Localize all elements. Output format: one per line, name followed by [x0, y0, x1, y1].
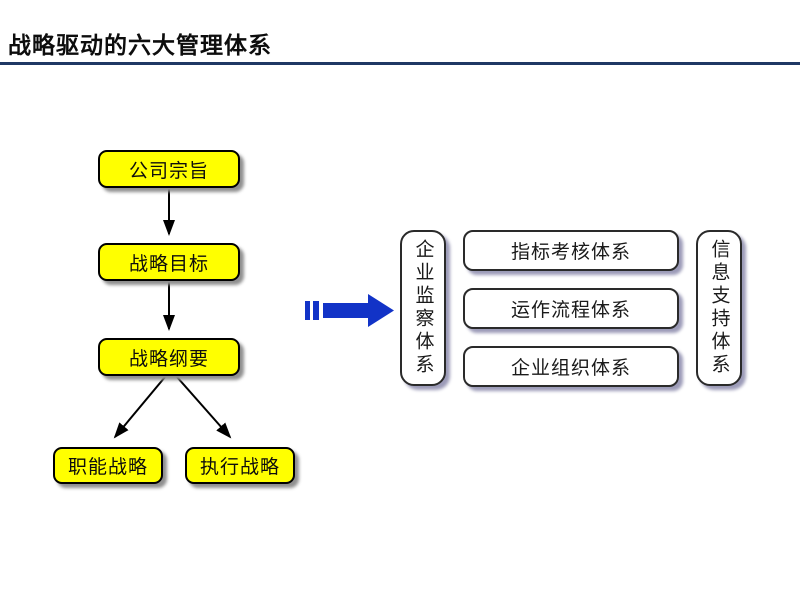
flow-node-strategic-goal: 战略目标 — [98, 243, 240, 281]
flow-arrow-outline-to-execution — [176, 376, 232, 439]
flow-node-functional-strategy: 职能战略 — [53, 447, 163, 484]
system-panel-label: 企业组织体系 — [510, 358, 631, 379]
system-panel-label: 指标考核体系 — [510, 242, 631, 263]
system-panel-label: 信息支持体系 — [708, 239, 730, 377]
striped-right-arrow-icon — [305, 294, 394, 327]
flow-node-strategic-outline: 战略纲要 — [98, 338, 240, 376]
flow-node-label: 战略纲要 — [128, 348, 209, 370]
flow-node-company-purpose: 公司宗旨 — [98, 150, 240, 188]
system-panel-enterprise-supervision: 企业监察体系 — [400, 230, 446, 386]
system-panel-kpi-assessment: 指标考核体系 — [463, 230, 679, 271]
system-panel-information-support: 信息支持体系 — [696, 230, 742, 386]
system-panel-label: 企业监察体系 — [412, 239, 434, 377]
flow-node-label: 执行战略 — [199, 457, 280, 478]
system-panel-enterprise-organization: 企业组织体系 — [463, 346, 679, 387]
page-title: 战略驱动的六大管理体系 — [8, 32, 272, 58]
system-panel-label: 运作流程体系 — [510, 300, 631, 321]
system-panel-operation-process: 运作流程体系 — [463, 288, 679, 329]
title-underline — [0, 62, 800, 65]
flow-node-execution-strategy: 执行战略 — [185, 447, 295, 484]
flow-node-label: 公司宗旨 — [128, 160, 209, 182]
flow-node-label: 职能战略 — [67, 457, 148, 478]
flow-node-label: 战略目标 — [128, 253, 209, 275]
flow-arrow-outline-to-functional — [113, 376, 166, 439]
